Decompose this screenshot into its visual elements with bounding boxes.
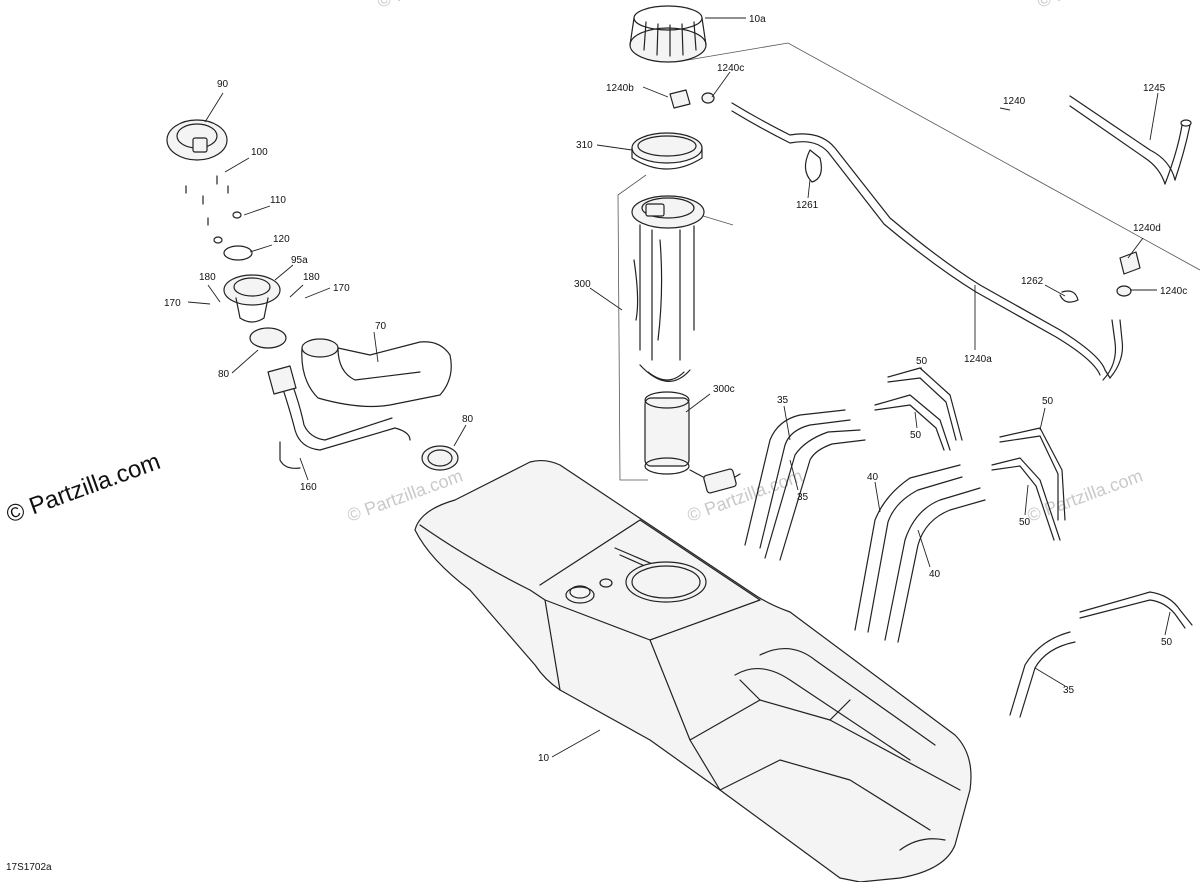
- fuel-tank: [414, 459, 972, 882]
- callout-label: 160: [300, 482, 317, 493]
- watermarks: © Partzilla.com © Partzilla.com © Partzi…: [345, 0, 1156, 526]
- callout-label: 1240a: [964, 354, 992, 365]
- callout-label: 35: [797, 492, 809, 503]
- callout-label: 170: [333, 283, 350, 294]
- watermark: © Partzilla.com: [375, 0, 496, 12]
- callout-label: 50: [1161, 637, 1173, 648]
- callout-label: 70: [375, 321, 387, 332]
- callout-label: 10: [538, 753, 550, 764]
- vent-hose: [1069, 95, 1192, 185]
- callout-label: 300c: [713, 384, 735, 395]
- filler-neck: [267, 338, 459, 471]
- hose-clamps: [804, 149, 1079, 303]
- callout-label: 120: [273, 234, 290, 245]
- callout-label: 1261: [796, 200, 819, 211]
- callout-label: 50: [1019, 517, 1031, 528]
- callout-label: 50: [910, 430, 922, 441]
- diagram-code: 17S1702a: [6, 862, 52, 873]
- filler-cap-assembly: [166, 119, 287, 349]
- callout-label: 1245: [1143, 83, 1166, 94]
- lock-ring: [629, 5, 707, 63]
- leader-lines: [187, 17, 1171, 758]
- callout-label: 80: [218, 369, 230, 380]
- callout-label: 310: [576, 140, 593, 151]
- callout-label: 110: [270, 195, 286, 206]
- callout-label: 40: [867, 472, 879, 483]
- tank-straps: [744, 367, 1193, 718]
- watermark: © Partzilla.com: [1025, 465, 1146, 525]
- callout-label: 1240: [1003, 96, 1026, 107]
- callout-label: 170: [164, 298, 181, 309]
- callout-label: 1240b: [606, 83, 634, 94]
- watermark: © Partzilla.com: [685, 465, 806, 525]
- fuel-pump-module: [631, 195, 741, 494]
- callout-label: 1240d: [1133, 223, 1161, 234]
- callout-label: 1262: [1021, 276, 1044, 287]
- callout-label: 35: [1063, 685, 1075, 696]
- tank-gasket: [631, 132, 703, 170]
- hose-fittings: [669, 89, 1141, 297]
- callout-label: 1240c: [717, 63, 744, 74]
- callout-label: 50: [916, 356, 928, 367]
- callout-label: 180: [303, 272, 320, 283]
- callout-label: 90: [217, 79, 229, 90]
- callout-label: 40: [929, 569, 941, 580]
- callout-label: 1240c: [1160, 286, 1187, 297]
- callout-label: 35: [777, 395, 789, 406]
- brand-label: © Partzilla.com: [3, 448, 164, 529]
- callout-label: 10a: [749, 14, 766, 25]
- callout-label: 80: [462, 414, 474, 425]
- watermark: © Partzilla.com: [1035, 0, 1156, 12]
- callout-label: 300: [574, 279, 591, 290]
- callout-label: 50: [1042, 396, 1054, 407]
- fuel-line: [731, 102, 1124, 381]
- callout-label: 180: [199, 272, 216, 283]
- callout-labels: 10a 1240c 1240b 1240 1245 310 1261 1240d…: [164, 14, 1187, 764]
- callout-label: 100: [251, 147, 268, 158]
- callout-label: 95a: [291, 255, 308, 266]
- reference-lines: [617, 42, 1200, 481]
